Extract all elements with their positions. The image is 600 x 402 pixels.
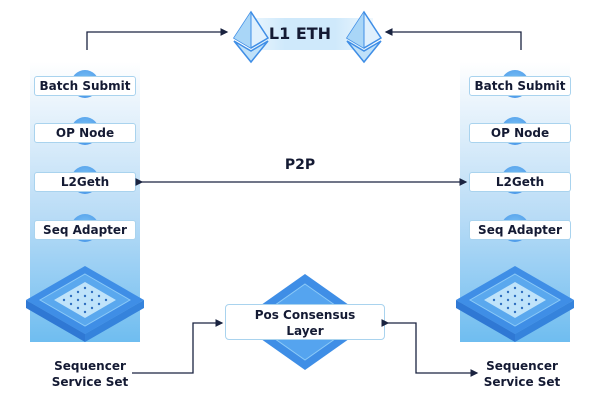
right-op-node: OP Node bbox=[469, 123, 571, 143]
left-l2geth-node: L2Geth bbox=[34, 172, 136, 192]
right-to-l1-arrow bbox=[384, 28, 522, 50]
left-caption-line2: Service Set bbox=[51, 375, 129, 389]
left-server-icon bbox=[26, 266, 144, 342]
right-caption-line2: Service Set bbox=[483, 375, 561, 389]
right-seq-adapter-node: Seq Adapter bbox=[469, 220, 571, 240]
eth-left-icon bbox=[232, 10, 270, 64]
left-to-l1-arrow bbox=[86, 28, 229, 50]
left-seq-adapter-node: Seq Adapter bbox=[34, 220, 136, 240]
eth-right-icon bbox=[345, 10, 383, 64]
p2p-label: P2P bbox=[284, 157, 316, 173]
right-l2geth-node: L2Geth bbox=[469, 172, 571, 192]
l1-eth-title: L1 ETH bbox=[268, 24, 332, 43]
right-caption-line1: Sequencer bbox=[486, 359, 558, 373]
left-op-node: OP Node bbox=[34, 123, 136, 143]
right-batch-submit-node: Batch Submit bbox=[469, 76, 571, 96]
consensus-line1: Pos Consensus bbox=[254, 308, 356, 322]
right-server-icon bbox=[456, 266, 574, 342]
left-batch-submit-node: Batch Submit bbox=[34, 76, 136, 96]
consensus-line2: Layer bbox=[286, 324, 324, 338]
pos-consensus-layer-box: Pos Consensus Layer bbox=[225, 304, 385, 340]
left-caption-line1: Sequencer bbox=[54, 359, 126, 373]
